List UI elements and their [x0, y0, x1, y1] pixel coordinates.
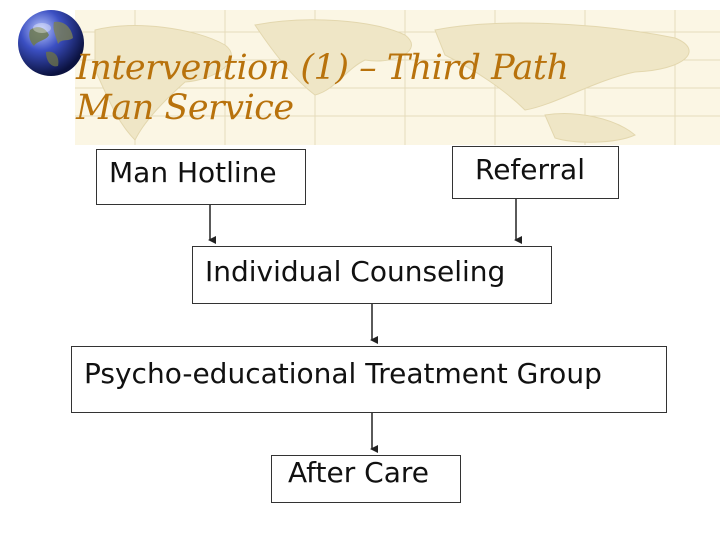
node-after-care-label: After Care	[288, 456, 429, 489]
node-individual-counseling: Individual Counseling	[192, 246, 552, 304]
node-referral: Referral	[452, 146, 619, 199]
node-after-care: After Care	[271, 455, 461, 503]
node-referral-label: Referral	[475, 153, 585, 186]
node-treatment-group: Psycho-educational Treatment Group	[71, 346, 667, 413]
slide-title: Intervention (1) – Third Path Man Servic…	[76, 48, 569, 128]
node-individual-counseling-label: Individual Counseling	[205, 255, 506, 288]
node-man-hotline: Man Hotline	[96, 149, 306, 205]
node-treatment-group-label: Psycho-educational Treatment Group	[84, 357, 602, 390]
globe-icon	[16, 8, 86, 78]
slide-title-line-1: Intervention (1) – Third Path	[76, 48, 569, 88]
node-man-hotline-label: Man Hotline	[109, 156, 277, 189]
slide-title-line-2: Man Service	[76, 88, 294, 128]
world-map-background	[75, 10, 720, 145]
